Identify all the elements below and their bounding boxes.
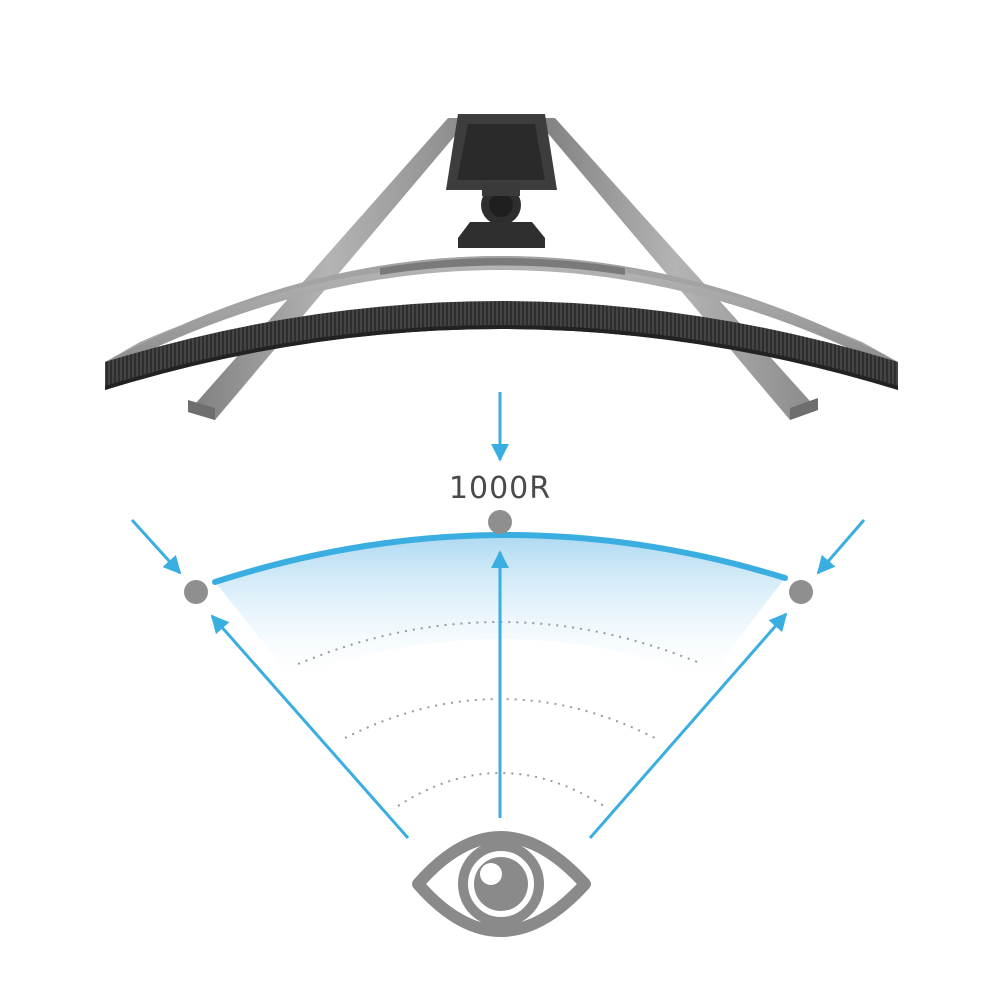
screen-curve-line bbox=[212, 531, 788, 585]
stand-base-plate-inner bbox=[457, 124, 545, 180]
stand-leg-left-edge bbox=[188, 400, 215, 420]
eye-icon bbox=[412, 831, 591, 937]
distance-arc-1 bbox=[297, 621, 703, 665]
stand-leg-right-edge bbox=[790, 398, 818, 420]
monitor-front-face bbox=[105, 301, 898, 390]
point-right bbox=[789, 580, 813, 604]
arrow-to-left-point bbox=[130, 518, 182, 575]
monitor-top-surface-band bbox=[105, 256, 898, 362]
point-center bbox=[488, 510, 512, 534]
sight-line-left bbox=[210, 614, 410, 839]
stand-hinge-core bbox=[489, 193, 513, 217]
curvature-label: 1000R bbox=[449, 471, 551, 506]
point-left bbox=[184, 580, 208, 604]
arrow-to-right-point bbox=[816, 519, 866, 575]
stand-neck bbox=[482, 182, 520, 196]
monitor-front-edge bbox=[105, 325, 898, 390]
stand-mount bbox=[458, 222, 545, 248]
monitor-rear-panel bbox=[380, 258, 625, 275]
sight-line-right bbox=[588, 612, 788, 839]
monitor-top-view-icon bbox=[105, 114, 898, 420]
